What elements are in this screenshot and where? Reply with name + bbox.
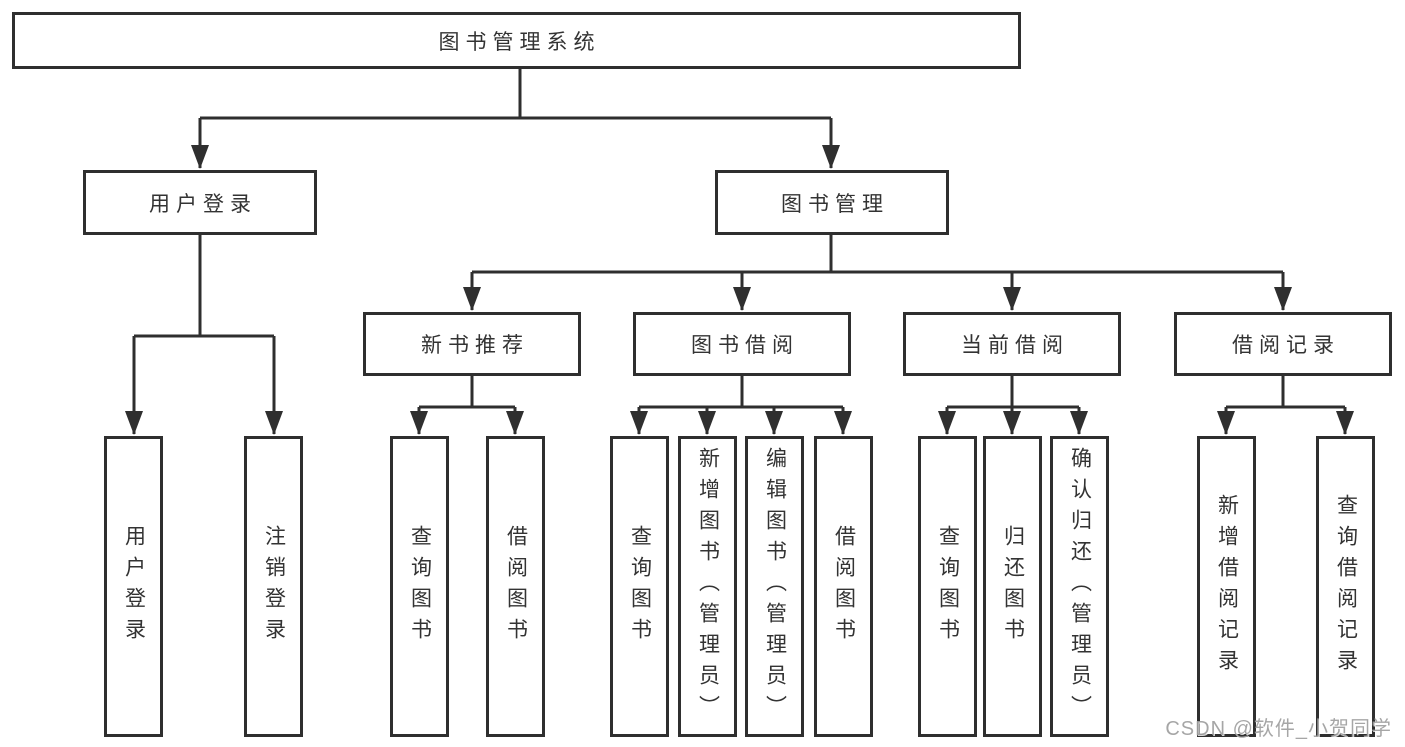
node-leaf-borrow-books: 借阅图书 <box>814 436 873 737</box>
node-leaf-query-books-recommend: 查询图书 <box>390 436 449 737</box>
node-new-book-recommend: 新书推荐 <box>363 312 581 376</box>
node-leaf-add-books-admin: 新增图书（管理员） <box>678 436 737 737</box>
node-leaf-confirm-return-admin: 确认归还（管理员） <box>1050 436 1109 737</box>
node-leaf-query-books-borrow: 查询图书 <box>610 436 669 737</box>
node-borrow-records: 借阅记录 <box>1174 312 1392 376</box>
node-leaf-edit-books-admin: 编辑图书（管理员） <box>745 436 804 737</box>
node-book-management: 图书管理 <box>715 170 949 235</box>
node-leaf-query-borrow-record: 查询借阅记录 <box>1316 436 1375 737</box>
node-book-borrow: 图书借阅 <box>633 312 851 376</box>
node-library-management-system: 图书管理系统 <box>12 12 1021 69</box>
node-leaf-add-borrow-record: 新增借阅记录 <box>1197 436 1256 737</box>
node-leaf-return-books: 归还图书 <box>983 436 1042 737</box>
node-leaf-user-login: 用户登录 <box>104 436 163 737</box>
node-user-login: 用户登录 <box>83 170 317 235</box>
tree-arrow-lines <box>125 118 1354 435</box>
node-leaf-borrow-books-recommend: 借阅图书 <box>486 436 545 737</box>
node-leaf-logout: 注销登录 <box>244 436 303 737</box>
node-leaf-query-books-current: 查询图书 <box>918 436 977 737</box>
node-current-borrow: 当前借阅 <box>903 312 1121 376</box>
